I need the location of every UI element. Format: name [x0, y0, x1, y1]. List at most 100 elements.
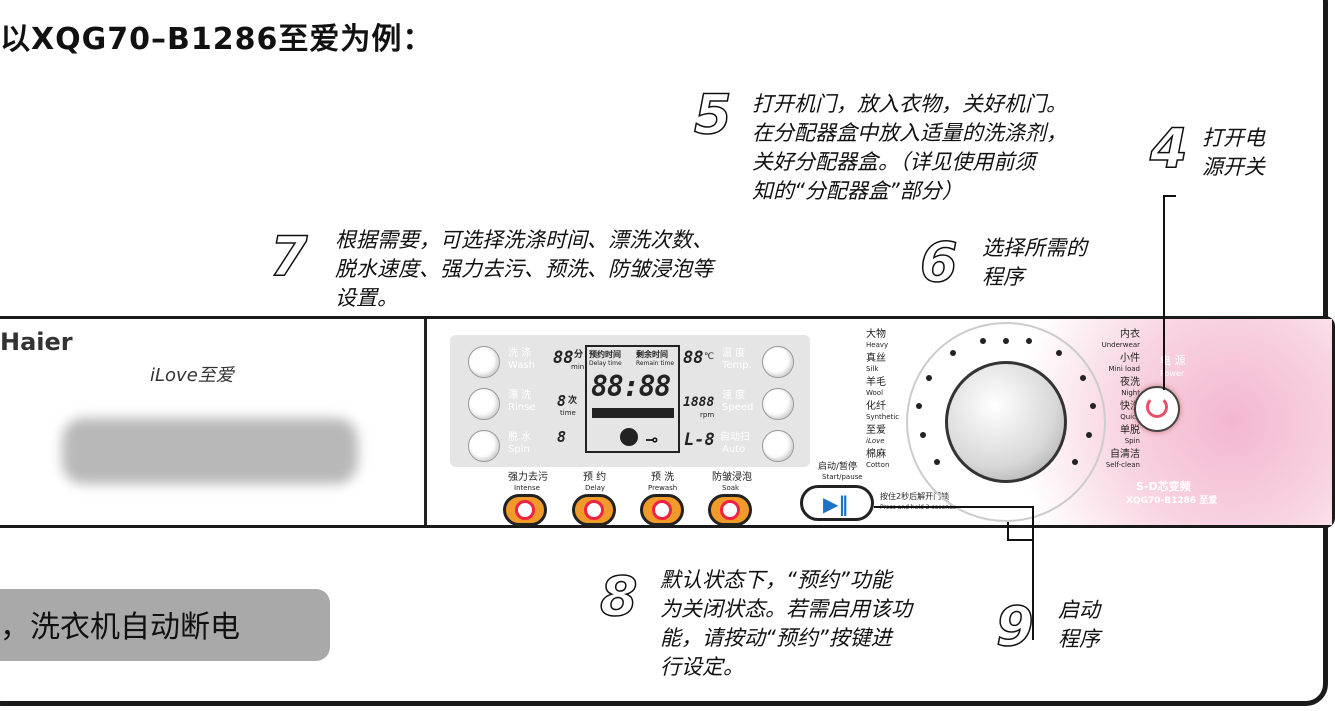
wash-button[interactable]: [468, 346, 500, 378]
speed-button[interactable]: [762, 388, 794, 420]
intense-button[interactable]: [503, 494, 547, 526]
blurred-door-handle: [62, 418, 358, 484]
intense-label-en: Intense: [514, 484, 540, 492]
soak-icon: [720, 500, 740, 520]
dial-dot: [1056, 350, 1062, 356]
program-night-en: Night: [1121, 389, 1140, 397]
lcd-remain-en: Remain time: [636, 360, 675, 367]
prewash-icon: [652, 500, 672, 520]
program-synthetic-cn: 化纤: [866, 401, 886, 412]
prewash-button[interactable]: [640, 494, 684, 526]
program-quick-cn: 快洗: [1120, 401, 1140, 412]
power-button[interactable]: [1134, 386, 1180, 432]
dial-dot: [934, 459, 940, 465]
power-label-cn: 电 源: [1160, 354, 1186, 367]
program-ilove-en: iLove: [866, 437, 885, 445]
program-silk-en: Silk: [866, 365, 879, 373]
program-synthetic-en: Synthetic: [866, 413, 900, 421]
info-bubble: [0, 589, 330, 661]
dial-dot: [1003, 338, 1009, 344]
lcd-times-en: time: [560, 409, 576, 417]
step-5-text: 打开机门，放入衣物，关好机门。 在分配器盒中放入适量的洗涤剂， 关好分配器盒。（…: [752, 92, 1067, 203]
program-selfclean-cn: 自清洁: [1110, 449, 1140, 460]
prewash-label-cn: 预 洗: [651, 472, 675, 483]
lcd-min-unit: 分: [574, 350, 584, 360]
step-7-number: 7: [269, 225, 308, 288]
panel-divider: [424, 319, 427, 525]
lcd-code: L-8: [684, 430, 715, 450]
step-6-text: 选择所需的 程序: [982, 236, 1087, 289]
rinse-button[interactable]: [468, 388, 500, 420]
start-pause-button[interactable]: ▶‖: [800, 485, 874, 521]
lcd-delay-en: Delay time: [589, 360, 622, 367]
program-quick-en: Quick: [1120, 413, 1140, 421]
program-miniload-cn: 小件: [1120, 353, 1140, 364]
program-heavy-cn: 大物: [866, 329, 886, 340]
program-cotton-cn: 棉麻: [866, 449, 886, 460]
program-cotton-en: Cotton: [866, 461, 890, 469]
step-9-number: 9: [995, 595, 1034, 658]
child-lock-icon: [620, 428, 638, 446]
start-hint-en: Press and hold 2 seconds: [880, 504, 956, 511]
lcd-min-en: min: [571, 363, 585, 371]
rinse-label-cn: 漂 洗: [508, 390, 532, 401]
speed-label-cn: 速 度: [722, 390, 746, 401]
step-7-text: 根据需要，可选择洗涤时间、漂洗次数、 脱水速度、强力去污、预洗、防皱浸泡等 设置…: [335, 228, 713, 310]
spin-button[interactable]: [468, 430, 500, 462]
lcd-rpm: 1888: [683, 395, 715, 410]
soak-button[interactable]: [708, 494, 752, 526]
ilove-logo: iLove至爱: [150, 365, 234, 386]
power-icon: [1146, 396, 1168, 418]
step-4-number: 4: [1149, 117, 1188, 180]
program-silk-cn: 真丝: [866, 353, 886, 364]
lcd-spin-minutes: 8: [557, 428, 567, 446]
auto-label-cn: 自动扫: [720, 432, 750, 443]
start-hint-cn: 按住2秒后解开门锁: [880, 492, 950, 501]
program-selector-knob[interactable]: [945, 361, 1067, 483]
step-8-text: 默认状态下，“预约”功能 为关闭状态。若需启用该功 能，请按动“预约”按键进 行…: [660, 568, 912, 679]
program-underwear-cn: 内衣: [1120, 329, 1140, 340]
brand-logo: Haier: [0, 328, 73, 356]
temp-button[interactable]: [762, 346, 794, 378]
program-night-cn: 夜洗: [1120, 377, 1140, 388]
dial-dot: [1026, 338, 1032, 344]
program-spin-cn: 单脱: [1120, 425, 1140, 436]
lcd-delay-cn: 预约时间: [589, 350, 621, 359]
temp-label-en: Temp.: [722, 360, 752, 371]
program-underwear-en: Underwear: [1101, 341, 1140, 349]
rinse-label-en: Rinse: [508, 402, 536, 413]
auto-button[interactable]: [762, 430, 794, 462]
program-wool-cn: 羊毛: [866, 377, 886, 388]
key-icon: ⊸: [645, 430, 659, 449]
lcd-rinse-times: 8: [557, 392, 567, 410]
model-line-1: S-D芯变频: [1136, 480, 1191, 493]
wash-label-en: Wash: [508, 360, 535, 371]
play-pause-icon: ▶‖: [823, 492, 849, 516]
program-ilove-cn: 至爱: [866, 425, 886, 436]
step-6-number: 6: [919, 231, 958, 294]
dial-dot: [980, 338, 986, 344]
lcd-progress-bar: [592, 408, 674, 418]
delay-label-en: Delay: [585, 484, 606, 492]
wash-label-cn: 洗 涤: [508, 348, 532, 359]
step-9-text: 启动 程序: [1058, 598, 1100, 651]
dial-dot: [926, 375, 932, 381]
dial-dot: [950, 350, 956, 356]
spin-label-en: Spin: [508, 444, 530, 455]
lcd-times-unit: 次: [568, 396, 578, 406]
start-label-cn: 启动/暂停: [818, 462, 858, 472]
speed-label-en: Speed: [722, 402, 754, 413]
program-miniload-en: Mini load: [1108, 365, 1140, 373]
lcd-temp: 88: [683, 348, 704, 368]
program-heavy-en: Heavy: [866, 341, 889, 349]
delay-button[interactable]: [572, 494, 616, 526]
step-4-text: 打开电 源开关: [1202, 126, 1265, 179]
info-bubble-text: ，洗衣机自动断电: [0, 610, 240, 645]
step-5-number: 5: [693, 83, 732, 146]
dial-dot: [1086, 432, 1092, 438]
auto-label-en: Auto: [722, 444, 746, 455]
lcd-temp-unit: ℃: [704, 352, 715, 362]
dial-dot: [920, 432, 926, 438]
dial-dot: [1080, 375, 1086, 381]
page-title: 以XQG70–B1286至爱为例：: [0, 22, 434, 57]
